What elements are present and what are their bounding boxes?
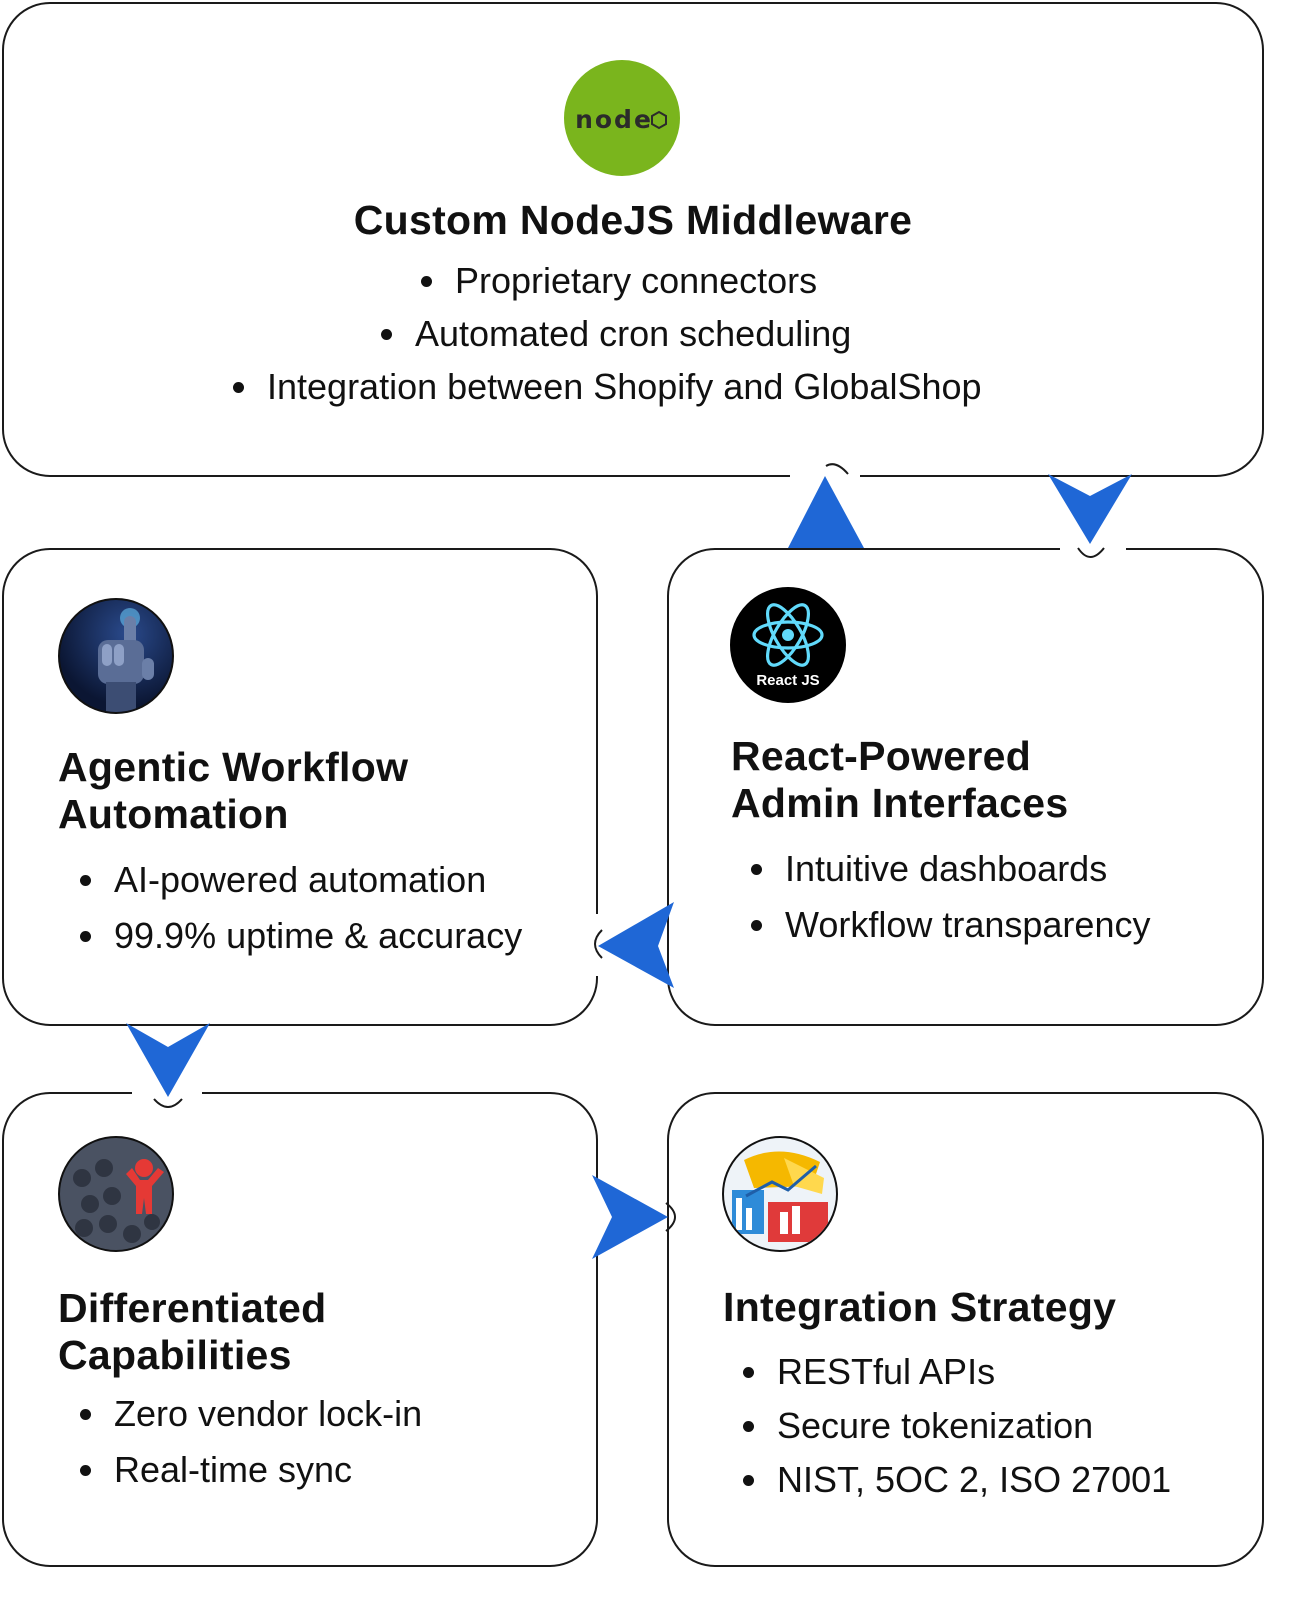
arrow-react-to-agentic [594, 902, 674, 988]
card-title-line: Capabilities [58, 1332, 292, 1378]
bullet-item: Intuitive dashboards [747, 841, 1150, 897]
card-nodejs-middleware: node Custom NodeJS Middleware Proprietar… [2, 2, 1264, 477]
arrow-node-to-react [1048, 474, 1132, 558]
connector-gap [1060, 544, 1126, 554]
card-agentic-workflow: Agentic Workflow Automation AI-powered a… [2, 548, 598, 1026]
standout-figure-icon [58, 1136, 174, 1252]
bullet-item: AI-powered automation [76, 852, 522, 908]
card-title: Custom NodeJS Middleware [353, 197, 913, 243]
nodejs-logo-text: node [575, 105, 653, 134]
bullet-item: Secure tokenization [739, 1399, 1171, 1453]
bullet-list: RESTful APIs Secure tokenization NIST, 5… [739, 1345, 1171, 1507]
bullet-item: Automated cron scheduling [377, 307, 982, 360]
card-title-line: Automation [58, 791, 289, 837]
bullet-item: 99.9% uptime & accuracy [76, 908, 522, 964]
growth-chart-icon [722, 1136, 838, 1252]
robot-hand-icon [58, 598, 174, 714]
react-logo-text: React JS [756, 672, 819, 689]
card-title-line: Admin Interfaces [731, 780, 1069, 826]
card-integration-strategy: Integration Strategy RESTful APIs Secure… [667, 1092, 1264, 1567]
arrow-agentic-to-differentiated [126, 1023, 210, 1108]
card-title: Integration Strategy [723, 1284, 1117, 1330]
card-title: Differentiated Capabilities [58, 1285, 326, 1379]
bullet-list: Proprietary connectors Automated cron sc… [229, 254, 982, 413]
connector-gap [594, 914, 604, 976]
react-logo-icon: React JS [730, 587, 846, 703]
connector-gap [594, 1180, 604, 1252]
card-title-line: React-Powered [731, 733, 1032, 779]
card-title: React-Powered Admin Interfaces [731, 733, 1068, 827]
card-title-line: Differentiated [58, 1285, 327, 1331]
card-react-admin: React JS React-Powered Admin Interfaces … [667, 548, 1264, 1026]
arrow-react-to-node [788, 463, 864, 548]
bullet-item: Zero vendor lock-in [76, 1386, 422, 1442]
bullet-item: Real-time sync [76, 1442, 422, 1498]
bullet-item: Integration between Shopify and GlobalSh… [229, 360, 982, 413]
card-differentiated-capabilities: Differentiated Capabilities Zero vendor … [2, 1092, 598, 1567]
bullet-list: Zero vendor lock-in Real-time sync [76, 1386, 422, 1498]
bullet-item: Proprietary connectors [417, 254, 982, 307]
arrow-differentiated-to-integration [592, 1175, 676, 1259]
bullet-item: Workflow transparency [747, 897, 1150, 953]
bullet-item: RESTful APIs [739, 1345, 1171, 1399]
card-title: Agentic Workflow Automation [58, 744, 408, 838]
card-title-line: Agentic Workflow [58, 744, 409, 790]
bullet-list: Intuitive dashboards Workflow transparen… [747, 841, 1150, 953]
bullet-list: AI-powered automation 99.9% uptime & acc… [76, 852, 522, 964]
nodejs-logo-icon: node [564, 60, 680, 176]
bullet-item: NIST, 5OC 2, ISO 27001 [739, 1453, 1171, 1507]
